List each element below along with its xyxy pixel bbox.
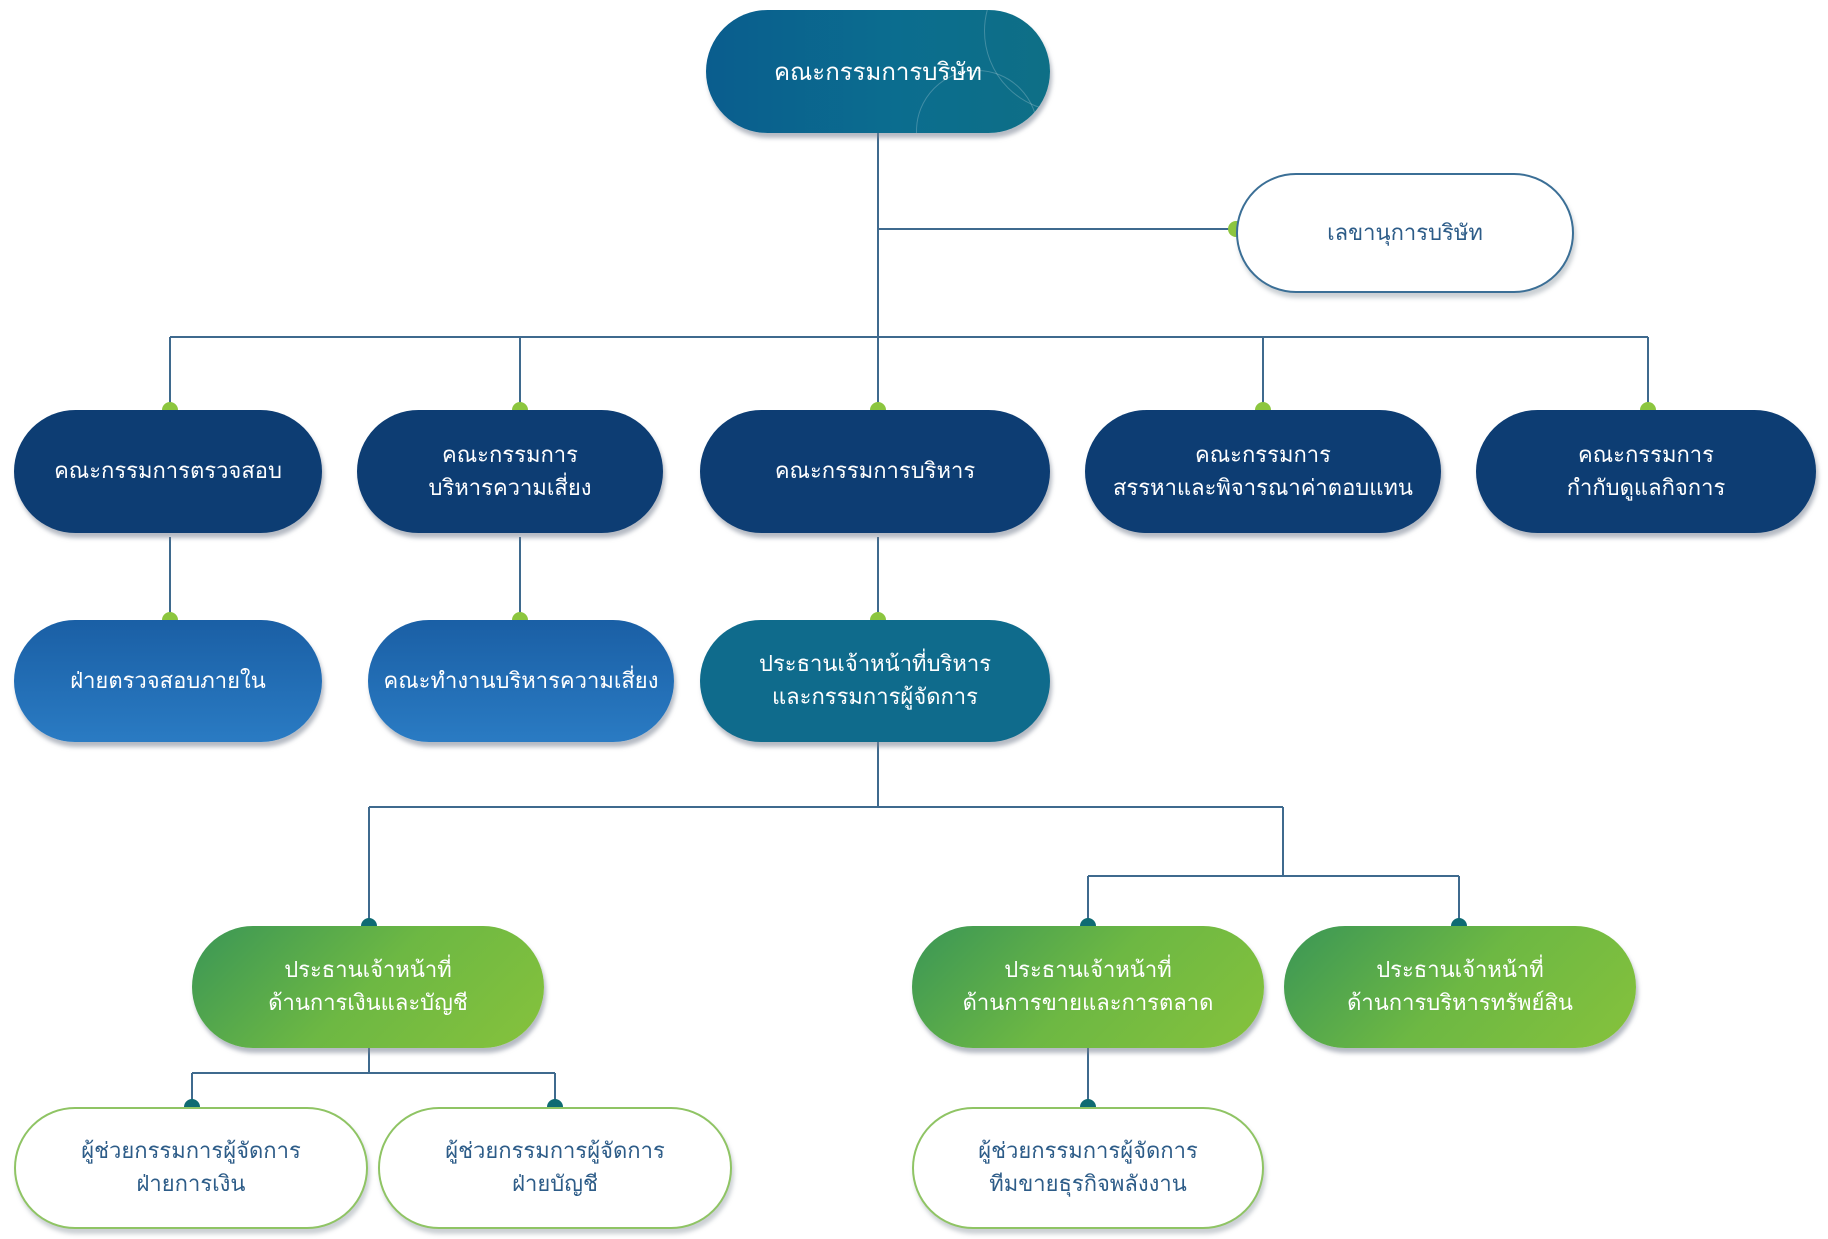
ceo-label-line2: และกรรมการผู้จัดการ (772, 685, 978, 710)
internal-audit-box: ฝ่ายตรวจสอบภายใน (14, 620, 322, 742)
risk-working-group-label: คณะทำงานบริหารความเสี่ยง (383, 668, 659, 694)
secretary-label: เลขานุการบริษัท (1327, 220, 1483, 246)
finance-assistant-box: ผู้ช่วยกรรมการผู้จัดการ ฝ่ายการเงิน (14, 1107, 368, 1229)
accounting-assistant-label-line1: ผู้ช่วยกรรมการผู้จัดการ (445, 1139, 665, 1164)
finance-assistant-label-line1: ผู้ช่วยกรรมการผู้จัดการ (81, 1139, 301, 1164)
risk-committee-box: คณะกรรมการ บริหารความเสี่ยง (357, 410, 663, 533)
cao-label-line2: ด้านการบริหารทรัพย์สิน (1347, 991, 1573, 1016)
cfo-label-line2: ด้านการเงินและบัญชี (268, 991, 468, 1016)
energy-sales-assistant-label-line2: ทีมขายธุรกิจพลังงาน (989, 1172, 1187, 1197)
cao-box: ประธานเจ้าหน้าที่ ด้านการบริหารทรัพย์สิน (1284, 926, 1636, 1048)
governance-committee-label-line1: คณะกรรมการ (1578, 442, 1714, 468)
company-secretary-box: เลขานุการบริษัท (1236, 173, 1574, 293)
risk-committee-label-line2: บริหารความเสี่ยง (428, 475, 592, 501)
ceo-label-line1: ประธานเจ้าหน้าที่บริหาร (758, 652, 992, 677)
board-label: คณะกรรมการบริษัท (773, 57, 982, 86)
finance-assistant-label-line2: ฝ่ายการเงิน (136, 1172, 246, 1197)
accounting-assistant-box: ผู้ช่วยกรรมการผู้จัดการ ฝ่ายบัญชี (378, 1107, 732, 1229)
board-of-directors-box: คณะกรรมการบริษัท (706, 10, 1050, 133)
cfo-label-line1: ประธานเจ้าหน้าที่ (284, 958, 452, 983)
ceo-box: ประธานเจ้าหน้าที่บริหาร และกรรมการผู้จัด… (700, 620, 1050, 742)
cmo-label-line2: ด้านการขายและการตลาด (962, 991, 1214, 1016)
cao-label-line1: ประธานเจ้าหน้าที่ (1376, 958, 1544, 983)
accounting-assistant-label-line2: ฝ่ายบัญชี (512, 1172, 598, 1197)
nomination-committee-label-line1: คณะกรรมการ (1195, 442, 1331, 468)
nomination-committee-box: คณะกรรมการ สรรหาและพิจารณาค่าตอบแทน (1085, 410, 1441, 533)
cfo-box: ประธานเจ้าหน้าที่ ด้านการเงินและบัญชี (192, 926, 544, 1048)
cmo-box: ประธานเจ้าหน้าที่ ด้านการขายและการตลาด (912, 926, 1264, 1048)
cmo-label-line1: ประธานเจ้าหน้าที่ (1004, 958, 1172, 983)
energy-sales-assistant-box: ผู้ช่วยกรรมการผู้จัดการ ทีมขายธุรกิจพลัง… (912, 1107, 1264, 1229)
internal-audit-label: ฝ่ายตรวจสอบภายใน (70, 668, 266, 694)
governance-committee-label-line2: กำกับดูแลกิจการ (1566, 475, 1726, 501)
energy-sales-assistant-label-line1: ผู้ช่วยกรรมการผู้จัดการ (978, 1139, 1198, 1164)
risk-committee-label-line1: คณะกรรมการ (442, 442, 578, 468)
governance-committee-box: คณะกรรมการ กำกับดูแลกิจการ (1476, 410, 1816, 533)
audit-committee-box: คณะกรรมการตรวจสอบ (14, 410, 322, 533)
risk-working-group-box: คณะทำงานบริหารความเสี่ยง (368, 620, 674, 742)
nomination-committee-label-line2: สรรหาและพิจารณาค่าตอบแทน (1113, 475, 1413, 501)
executive-committee-box: คณะกรรมการบริหาร (700, 410, 1050, 533)
audit-committee-label: คณะกรรมการตรวจสอบ (54, 459, 282, 484)
executive-committee-label: คณะกรรมการบริหาร (774, 459, 976, 484)
